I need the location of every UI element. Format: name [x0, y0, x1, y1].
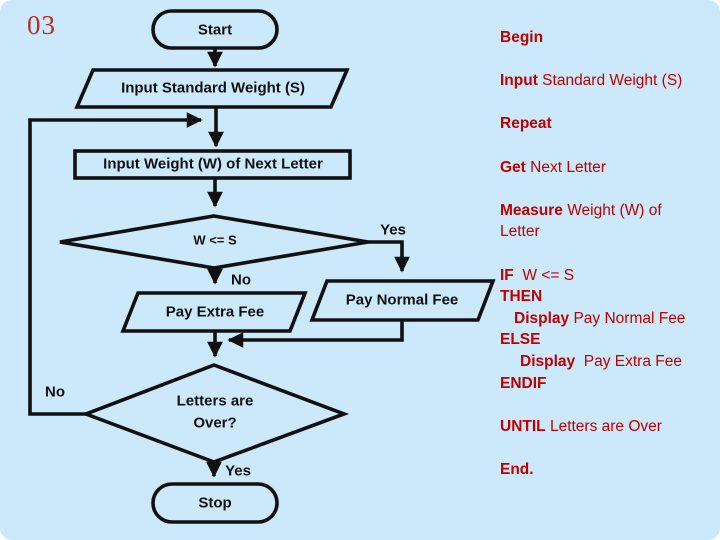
pseudocode-line: [500, 437, 718, 459]
pseudocode-line: Get Next Letter: [500, 158, 606, 176]
pay-extra-parallelogram: [120, 291, 308, 333]
pay-normal-parallelogram: [309, 279, 496, 322]
pseudocode: Begin Input Standard Weight (S) Repeat G…: [500, 27, 718, 480]
pseudocode-line: Display Pay Extra Fee: [520, 352, 682, 370]
pseudocode-line: Repeat: [500, 115, 552, 133]
pseudocode-line: [500, 178, 718, 200]
page-number: 03: [27, 10, 56, 40]
start-label: Start: [197, 21, 233, 39]
pseudocode-line: Letter: [500, 223, 540, 241]
decision-letters-label-line1: Letters are: [176, 392, 254, 410]
decision-weight-label: W <= S: [193, 232, 237, 248]
pay-extra-label: Pay Extra Fee: [165, 303, 265, 321]
pseudocode-line: End.: [500, 460, 534, 478]
pseudocode-line: [500, 394, 718, 416]
pseudocode-line: ENDIF: [500, 374, 547, 392]
stop-label: Stop: [198, 494, 232, 512]
arrow-pay-normal-merge: [227, 320, 404, 348]
stop-terminator-shape: [151, 482, 279, 524]
pseudocode-line: UNTIL Letters are Over: [500, 417, 662, 435]
no-branch-label-1: No: [231, 271, 251, 289]
pseudocode-line: ELSE: [500, 331, 541, 349]
pseudocode-line: [500, 243, 718, 265]
pseudocode-line: [500, 135, 718, 157]
pseudocode-line: Measure Weight (W) of: [500, 201, 662, 219]
yes-branch-label-2: Yes: [225, 462, 251, 480]
pseudocode-line: THEN: [500, 288, 543, 306]
pseudocode-line: IF W <= S: [500, 266, 575, 284]
input-standard-parallelogram: [74, 68, 350, 109]
pseudocode-line: Input Standard Weight (S): [500, 72, 683, 90]
input-standard-label: Input Standard Weight (S): [121, 79, 305, 97]
pseudocode-line: Begin: [500, 29, 544, 46]
loop-back-line: [28, 112, 203, 416]
input-weight-label: Input Weight (W) of Next Letter: [103, 155, 323, 173]
pay-normal-label: Pay Normal Fee: [345, 291, 459, 309]
pseudocode-line: [500, 49, 718, 71]
arrow-yes-to-pay-normal: [368, 240, 410, 273]
decision-letters-label-line2: Over?: [193, 414, 237, 432]
pseudocode-line: Display Pay Normal Fee: [514, 309, 686, 327]
pseudocode-line: [500, 92, 718, 114]
yes-branch-label-1: Yes: [380, 221, 406, 239]
no-branch-label-2: No: [45, 383, 65, 401]
input-weight-rectangle: [73, 149, 352, 180]
